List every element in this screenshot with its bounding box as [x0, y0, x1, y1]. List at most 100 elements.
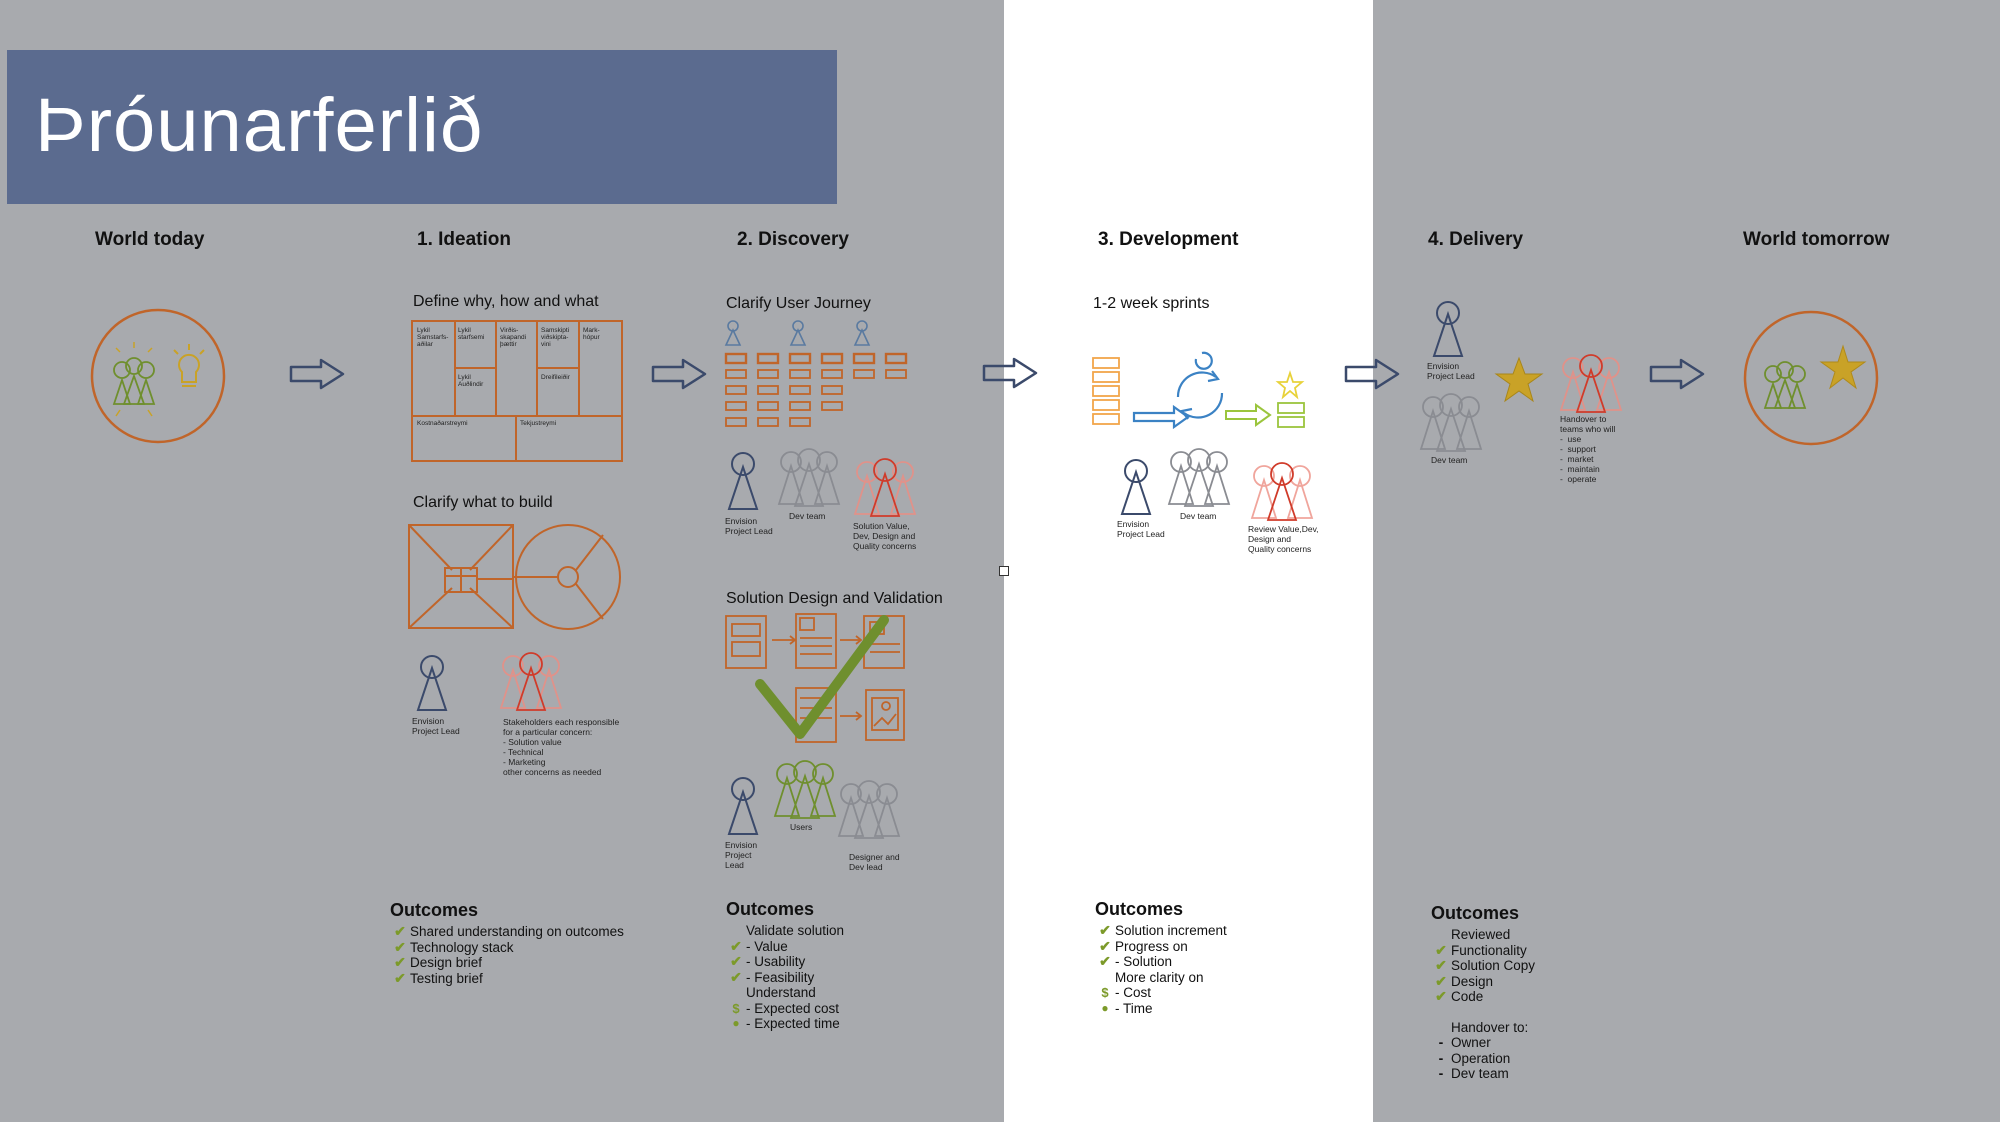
world-tomorrow-circle [1743, 310, 1879, 446]
clock-icon: ● [732, 1016, 740, 1030]
outcome-text: Reviewed [1451, 927, 1511, 942]
outcome-text: - Feasibility [746, 969, 815, 985]
outcome-item [1431, 1005, 1535, 1020]
arrow-right-icon [1344, 358, 1400, 390]
outcome-item: ●- Expected time [726, 1016, 844, 1032]
person-icon [416, 655, 448, 711]
outcome-item: ✔ Solution Copy [1431, 957, 1536, 974]
journey-card [820, 352, 844, 365]
page-title: Þróunarferlið [35, 83, 484, 168]
journey-card [821, 401, 843, 411]
outcome-item: -Owner [1431, 1034, 1535, 1051]
stage-development: 3. Development [1098, 229, 1239, 250]
star-icon [1494, 356, 1544, 403]
designer-devlead-icon [837, 780, 901, 839]
journey-card [852, 352, 876, 365]
journey-card [853, 369, 875, 379]
dash-bullet: - [1438, 1065, 1444, 1081]
dev-team-icon [1419, 393, 1483, 452]
users-label: Users [790, 822, 813, 832]
check-icon: ✔ [1099, 937, 1111, 954]
journey-card [821, 385, 843, 395]
check-icon: ✔ [394, 954, 406, 970]
review-group-icon [1250, 462, 1314, 521]
journey-card [789, 369, 811, 379]
outcome-item: ✔- Usability [726, 953, 844, 970]
outcome-item: More clarity on [1095, 970, 1227, 986]
dev-team-icon [777, 448, 841, 507]
outcome-text: Dev team [1451, 1066, 1509, 1081]
arrow-right-icon [982, 357, 1038, 389]
outcome-item: -Dev team [1431, 1065, 1535, 1082]
user-icon [789, 320, 807, 346]
outcome-item: ✔- Value [726, 938, 844, 955]
outcome-text: Design brief [410, 955, 483, 970]
outcome-item: ✔ Design brief [390, 954, 624, 971]
canvas-cell: Lykil starfsemi [458, 327, 485, 341]
check-icon: ✔ [1435, 957, 1447, 973]
dollar-icon: $ [1101, 985, 1109, 1000]
canvas-cell: Tekjustreymi [520, 420, 557, 427]
journey-card [725, 417, 747, 427]
ideation-clarify-title: Clarify what to build [413, 494, 553, 511]
arrow-right-icon [651, 358, 707, 390]
check-icon: ✔ [1435, 941, 1447, 958]
outcome-text: More clarity on [1115, 969, 1204, 985]
resize-handle[interactable] [999, 566, 1009, 576]
outcome-text: Understand [746, 985, 816, 1000]
sprint-cycle-diagram [1092, 351, 1305, 430]
users-group-icon [773, 760, 837, 819]
stakeholders-label: Stakeholders each responsible for a part… [503, 717, 620, 777]
journey-card [757, 369, 779, 379]
dash-bullet: - [1438, 1049, 1444, 1066]
outcome-item: ✔Technology stack [390, 938, 624, 956]
user-journey-map [724, 320, 908, 427]
canvas-cell: Lykil Samstarfs- aðilar [417, 327, 449, 348]
solution-value-label: Solution Value, Dev, Design and Quality … [853, 521, 917, 551]
outcome-item: ✔- Feasibility [726, 969, 844, 986]
journey-card [757, 385, 779, 395]
person-icon [727, 452, 759, 510]
journey-card [757, 417, 779, 427]
check-icon: ✔ [394, 923, 406, 939]
designer-devlead-label: Designer and Dev lead [849, 852, 900, 872]
canvas-cell: Virðis- skapandi þættir [500, 327, 527, 348]
outcomes-development: Outcomes ✔Solution increment✔Progress on… [1095, 899, 1227, 1016]
business-model-canvas [411, 320, 623, 462]
outcome-item: Reviewed [1431, 927, 1535, 943]
design-validation-wireframes [725, 613, 905, 743]
review-label: Review Value,Dev, Design and Quality con… [1248, 524, 1319, 554]
journey-card [725, 385, 747, 395]
outcomes-delivery: Outcomes Reviewed✔Functionality✔Solution… [1431, 903, 1535, 1082]
canvas-cell: Kostnaðarstreymi [417, 420, 468, 427]
outcomes-ideation: Outcomes ✔Shared understanding on outcom… [390, 900, 624, 986]
outcome-text: - Value [746, 938, 788, 954]
stage-world-tomorrow: World tomorrow [1743, 229, 1890, 250]
outcome-item: Validate solution [726, 923, 844, 939]
outcome-text: - Expected cost [746, 1000, 840, 1016]
outcome-item: ✔- Solution [1095, 953, 1227, 970]
outcomes-title: Outcomes [390, 900, 479, 920]
outcome-text: - Time [1115, 1000, 1153, 1016]
outcome-text: Solution Copy [1451, 958, 1536, 973]
world-today-circle [90, 308, 226, 444]
refresh-cycle-icon [1176, 351, 1224, 420]
outcome-text: Functionality [1451, 942, 1527, 958]
development-lead-label: Envision Project Lead [1117, 519, 1165, 539]
star-icon [1819, 344, 1867, 390]
checkmark-icon [755, 615, 889, 739]
check-icon: ✔ [394, 938, 406, 955]
journey-card [725, 369, 747, 379]
outcome-text: - Cost [1115, 985, 1152, 1000]
journey-card [884, 352, 908, 365]
journey-card [789, 385, 811, 395]
outcome-item: ✔Functionality [1431, 941, 1535, 959]
journey-card [724, 352, 748, 365]
discovery-dev-team-label: Dev team [789, 511, 826, 521]
outcome-text: Solution increment [1115, 923, 1227, 938]
concerns-group-icon [853, 458, 917, 517]
journey-card [821, 369, 843, 379]
ideation-lead-label: Envision Project Lead [412, 716, 460, 736]
stage-ideation: 1. Ideation [417, 229, 511, 250]
